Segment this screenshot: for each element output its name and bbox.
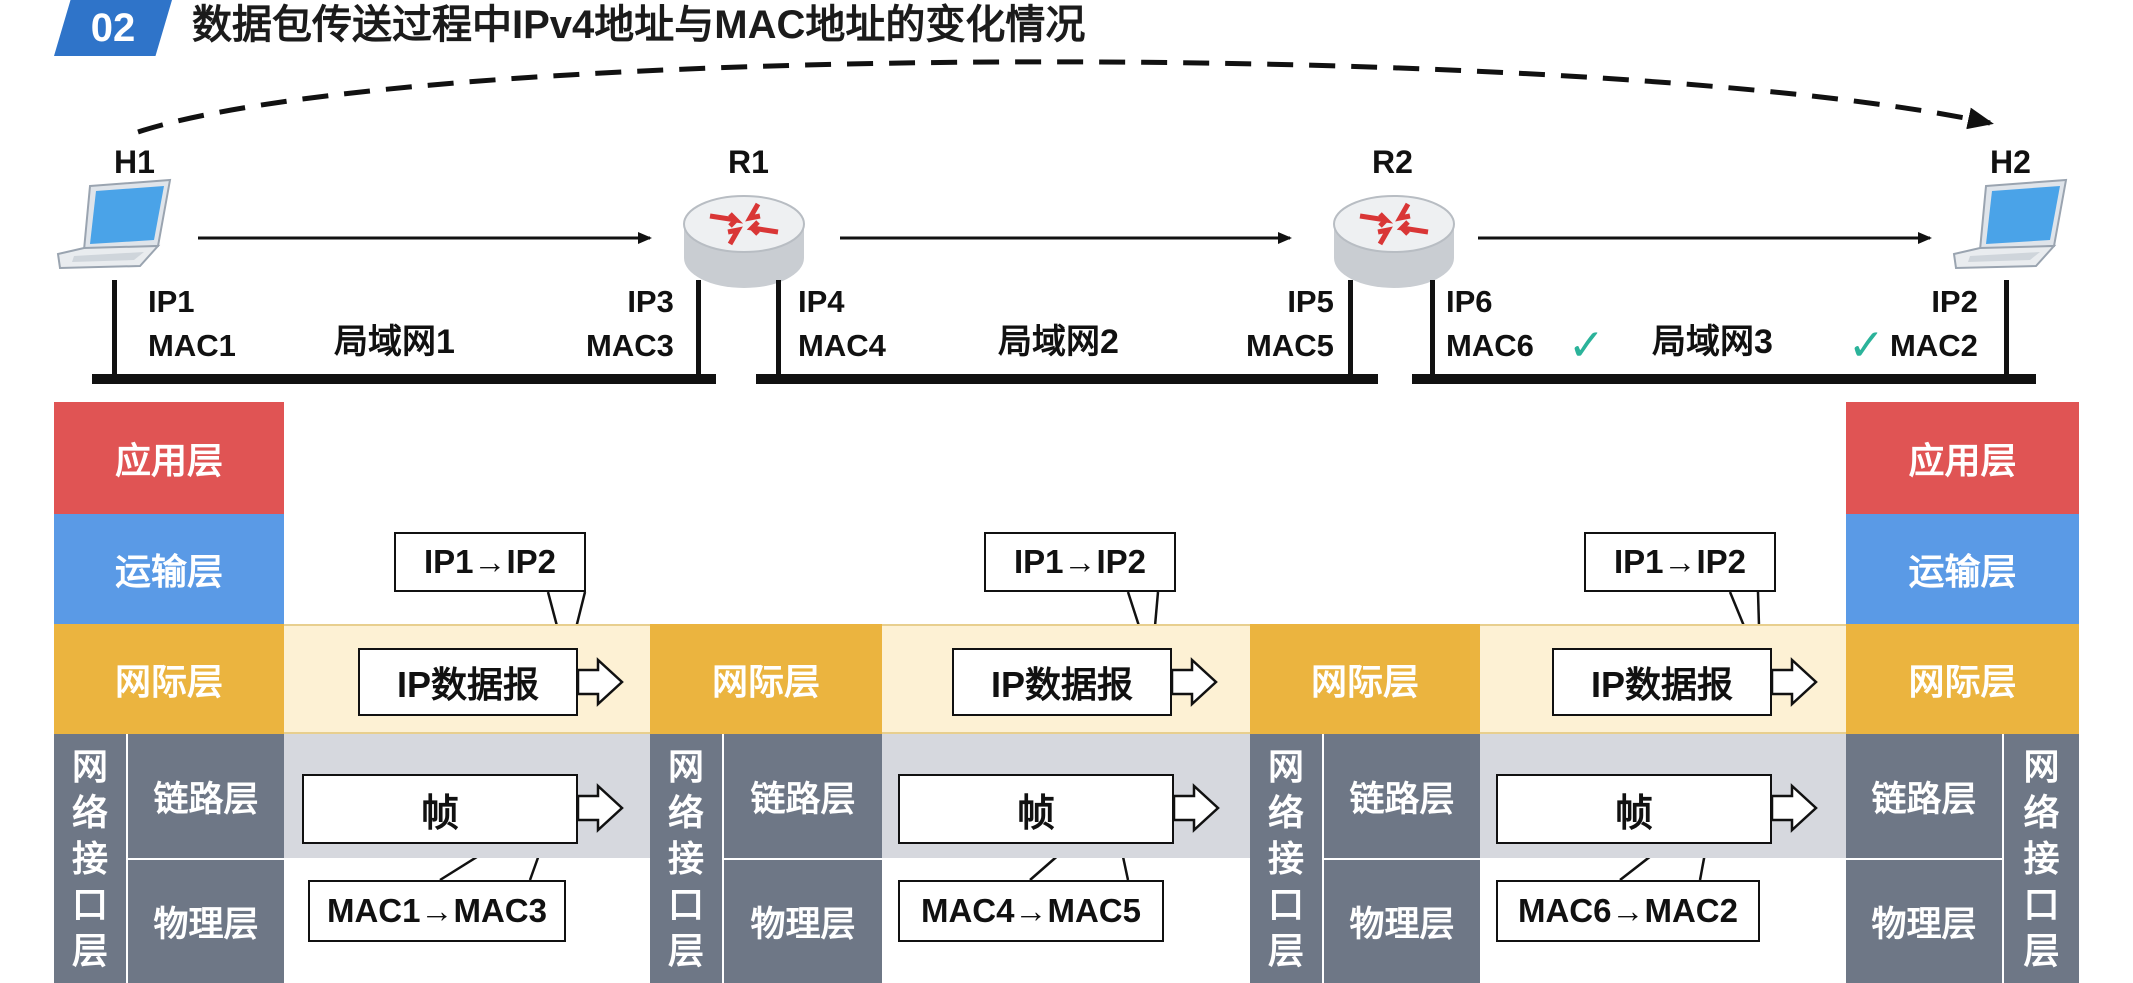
mac-label: MAC6 (1446, 328, 1534, 363)
netif-char: 接 (667, 837, 704, 879)
mac-label: MAC4 (798, 328, 886, 363)
netif-char: 接 (1267, 837, 1304, 879)
mac-label: MAC1 (148, 328, 236, 363)
ip-datagram-1: IP数据报 (358, 648, 578, 716)
mac-label: MAC5 (1246, 328, 1334, 363)
netif-char: 层 (71, 929, 108, 971)
ip-address-label-1: IP1→IP2 (394, 532, 586, 592)
ip-label: IP4 (798, 284, 845, 319)
h2-link-layer: 链路层 (1846, 734, 2002, 858)
node-label-h2: H2 (1990, 144, 2031, 180)
mac-address-label-1: MAC1→MAC3 (308, 880, 566, 942)
netif-char: 接 (2023, 837, 2060, 879)
frame-2: 帧 (898, 774, 1174, 844)
mac-address-label-3: MAC6→MAC2 (1496, 880, 1760, 942)
h2-application-layer: 应用层 (1846, 402, 2079, 514)
lan2-left-addr: IP4 MAC4 (798, 280, 886, 368)
mac-label: MAC3 (586, 328, 674, 363)
lan-bar-3 (1412, 374, 2036, 384)
netif-char: 网 (2023, 745, 2060, 787)
r2-internet-layer: 网际层 (1250, 624, 1480, 734)
r1-internet-layer: 网际层 (650, 624, 882, 734)
node-label-h1: H1 (114, 144, 155, 180)
h1-application-layer: 应用层 (54, 402, 284, 514)
netif-char: 络 (71, 791, 108, 833)
ip-address-label-3: IP1→IP2 (1584, 532, 1776, 592)
netif-char: 口 (667, 883, 704, 925)
lan-name-1: 局域网1 (334, 323, 455, 361)
netif-char: 层 (667, 929, 704, 971)
lan-name-2: 局域网2 (998, 323, 1119, 361)
lan1-left-addr: IP1 MAC1 (148, 280, 236, 368)
laptop-icon (1952, 178, 2068, 270)
netif-char: 络 (1267, 791, 1304, 833)
netif-char: 口 (2023, 883, 2060, 925)
frame-1: 帧 (302, 774, 578, 844)
drop-line (696, 280, 701, 376)
h1-internet-layer: 网际层 (54, 624, 284, 734)
netif-char: 网 (1267, 745, 1304, 787)
ip-label: IP1 (148, 284, 195, 319)
node-label-r2: R2 (1372, 144, 1413, 180)
frame-3: 帧 (1496, 774, 1772, 844)
end-to-end-dashed-arrow (137, 59, 1994, 135)
lan-bar-1 (92, 374, 716, 384)
ip-address-label-2: IP1→IP2 (984, 532, 1176, 592)
router-icon (683, 195, 805, 288)
section-number-badge: 02 (54, 0, 172, 56)
lan-bar-2 (756, 374, 1378, 384)
ip-datagram-2: IP数据报 (952, 648, 1172, 716)
drop-line (112, 280, 117, 376)
r2-link-layer: 链路层 (1324, 734, 1480, 858)
netif-char: 络 (667, 791, 704, 833)
page-title: 数据包传送过程中IPv4地址与MAC地址的变化情况 (192, 3, 1086, 47)
lan-name-3: 局域网3 (1652, 323, 1773, 361)
laptop-icon (56, 178, 172, 270)
netif-char: 接 (71, 837, 108, 879)
checkmark-icon: ✓ (1848, 321, 1885, 370)
netif-char: 口 (1267, 883, 1304, 925)
ip-datagram-3: IP数据报 (1552, 648, 1772, 716)
lan3-right-addr: IP2 MAC2 (1890, 280, 1978, 368)
netif-char: 口 (71, 883, 108, 925)
section-number: 02 (90, 5, 136, 50)
h2-physical-layer: 物理层 (1846, 860, 2002, 983)
ip-label: IP2 (1931, 284, 1978, 319)
checkmark-icon: ✓ (1568, 321, 1605, 370)
lan3-left-addr: IP6 MAC6 (1446, 280, 1534, 368)
ip-label: IP5 (1287, 284, 1334, 319)
node-label-r1: R1 (728, 144, 769, 180)
netif-char: 网 (667, 745, 704, 787)
netif-char: 层 (1267, 929, 1304, 971)
drop-line (776, 280, 781, 376)
h1-link-layer: 链路层 (128, 734, 284, 858)
mac-address-label-2: MAC4→MAC5 (898, 880, 1164, 942)
netif-char: 网 (71, 745, 108, 787)
ip-label: IP6 (1446, 284, 1493, 319)
h2-internet-layer: 网际层 (1846, 624, 2079, 734)
r2-physical-layer: 物理层 (1324, 860, 1480, 983)
drop-line (1430, 280, 1435, 376)
netif-char: 层 (2023, 929, 2060, 971)
r1-link-layer: 链路层 (724, 734, 882, 858)
ip-label: IP3 (627, 284, 674, 319)
h1-physical-layer: 物理层 (128, 860, 284, 983)
mac-label: MAC2 (1890, 328, 1978, 363)
h1-network-interface-layer: 网络接口层 (54, 734, 126, 983)
lan2-right-addr: IP5 MAC5 (1246, 280, 1334, 368)
lan1-right-addr: IP3 MAC3 (586, 280, 674, 368)
h1-transport-layer: 运输层 (54, 514, 284, 624)
r1-network-interface-layer: 网络接口层 (650, 734, 722, 983)
r2-network-interface-layer: 网络接口层 (1250, 734, 1322, 983)
drop-line (1348, 280, 1353, 376)
h2-transport-layer: 运输层 (1846, 514, 2079, 624)
h2-network-interface-layer: 网络接口层 (2004, 734, 2079, 983)
drop-line (2004, 280, 2009, 376)
netif-char: 络 (2023, 791, 2060, 833)
r1-physical-layer: 物理层 (724, 860, 882, 983)
router-icon (1333, 195, 1455, 288)
